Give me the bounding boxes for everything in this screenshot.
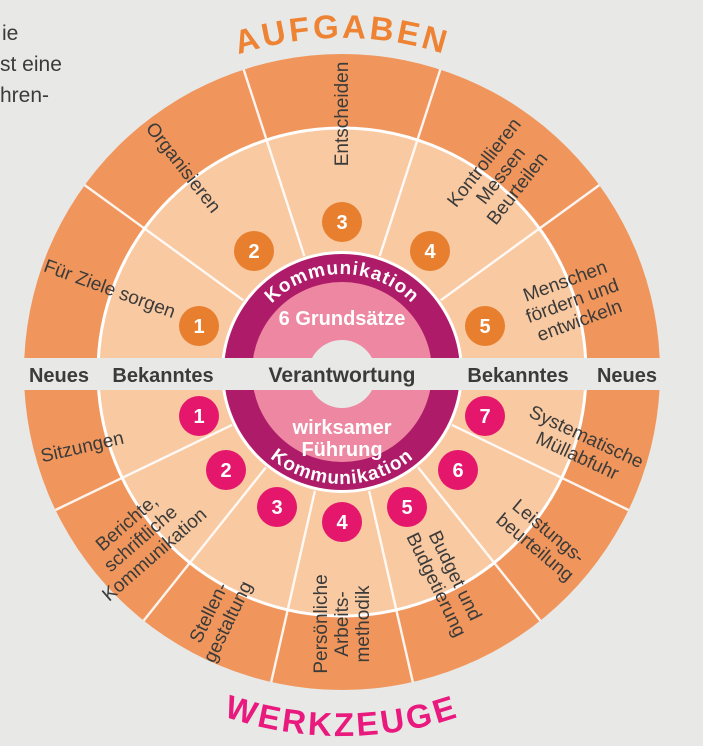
tool-label-line: Arbeits-: [332, 591, 353, 656]
corner-text-line: hren-: [0, 84, 49, 107]
tool-badge-number: 3: [271, 497, 282, 519]
tool-badge-number: 2: [220, 460, 231, 482]
task-label-entscheiden: Entscheiden: [332, 62, 353, 167]
task-badge-circle: [410, 231, 450, 271]
task-badge-circle: [465, 306, 505, 346]
task-badge-circle: [322, 202, 362, 242]
corner-text: ie st eine hren-: [0, 22, 62, 107]
tool-number-2: 2: [206, 450, 246, 490]
task-badge-number: 5: [479, 316, 490, 338]
tool-badge-circle: [387, 487, 427, 527]
tool-badge-number: 1: [193, 406, 204, 428]
band-labels: Neues Bekanntes Verantwortung Bekanntes …: [29, 364, 657, 387]
tool-number-7: 7: [465, 396, 505, 436]
corner-text-line: st eine: [0, 53, 62, 76]
band-label-bekanntes-left: Bekanntes: [112, 365, 213, 387]
tool-label-arbeitsmethodik: Persönliche Arbeits- methodik: [311, 574, 374, 673]
task-number-5: 5: [465, 306, 505, 346]
tool-label-line: methodik: [353, 585, 374, 663]
sector-dividers: [54, 69, 630, 683]
band-label-neues-right: Neues: [597, 365, 657, 387]
task-number-1: 1: [179, 306, 219, 346]
tool-badge-number: 5: [401, 497, 412, 519]
task-badge-number: 1: [193, 316, 204, 338]
band-label-bekanntes-right: Bekanntes: [467, 365, 568, 387]
wirksamer-label: wirksamer: [292, 417, 392, 439]
task-badge-number: 3: [336, 212, 347, 234]
tool-badge-circle: [179, 396, 219, 436]
tool-badge-circle: [206, 450, 246, 490]
tool-badge-circle: [465, 396, 505, 436]
tool-badge-number: 4: [336, 512, 348, 534]
tool-badge-circle: [257, 487, 297, 527]
task-badge-number: 2: [248, 241, 259, 263]
fuehrung-label: Führung: [301, 439, 382, 461]
task-number-3: 3: [322, 202, 362, 242]
tool-number-6: 6: [438, 450, 478, 490]
tool-number-4: 4: [322, 502, 362, 542]
band-label-verantwortung: Verantwortung: [268, 364, 415, 387]
tool-number-5: 5: [387, 487, 427, 527]
task-number-4: 4: [410, 231, 450, 271]
task-badge-circle: [179, 306, 219, 346]
tool-badge-number: 7: [479, 406, 490, 428]
tool-badge-circle: [438, 450, 478, 490]
grundsaetze-label: 6 Grundsätze: [279, 308, 406, 330]
tool-number-1: 1: [179, 396, 219, 436]
tool-badge-circle: [322, 502, 362, 542]
core-center-circle: [308, 340, 376, 408]
tool-badge-number: 6: [452, 460, 463, 482]
corner-text-line: ie: [2, 22, 18, 45]
task-label-line: Entscheiden: [332, 62, 353, 167]
task-number-2: 2: [234, 231, 274, 271]
tool-label-line: Persönliche: [311, 574, 332, 673]
tool-number-3: 3: [257, 487, 297, 527]
task-badge-number: 4: [424, 241, 436, 263]
task-badge-circle: [234, 231, 274, 271]
band-label-neues-left: Neues: [29, 365, 89, 387]
